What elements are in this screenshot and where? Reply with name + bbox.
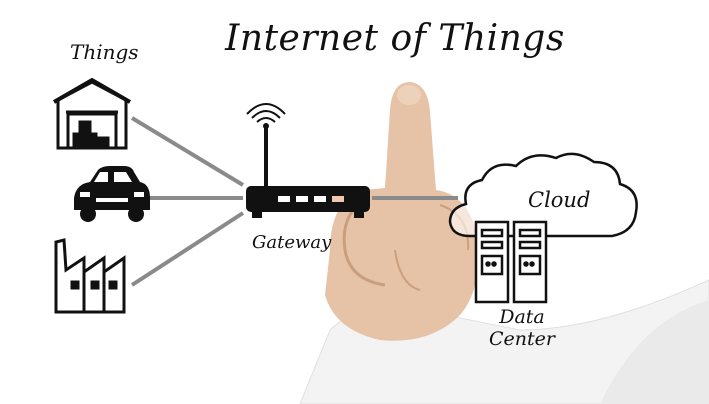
palm-shape	[325, 82, 479, 341]
datacenter-label-line1: Data	[499, 306, 545, 328]
car-icon	[74, 166, 150, 222]
gateway-label: Gateway	[252, 232, 332, 253]
warehouse-icon	[52, 77, 132, 150]
server-rack-icon	[474, 220, 548, 304]
datacenter-label: Data Center	[482, 306, 562, 350]
router-icon	[246, 103, 370, 218]
factory-icon	[54, 238, 126, 314]
sleeve-right	[600, 300, 709, 404]
connector-warehouse-gateway	[130, 116, 245, 187]
things-label: Things	[70, 40, 139, 64]
datacenter-label-line2: Center	[489, 328, 555, 350]
hand-image	[299, 82, 709, 404]
connector-lines	[130, 116, 458, 287]
cloud-label: Cloud	[528, 188, 591, 212]
connector-factory-gateway	[130, 211, 245, 287]
diagram-title: Internet of Things	[225, 18, 565, 59]
cloud-icon	[448, 152, 638, 238]
